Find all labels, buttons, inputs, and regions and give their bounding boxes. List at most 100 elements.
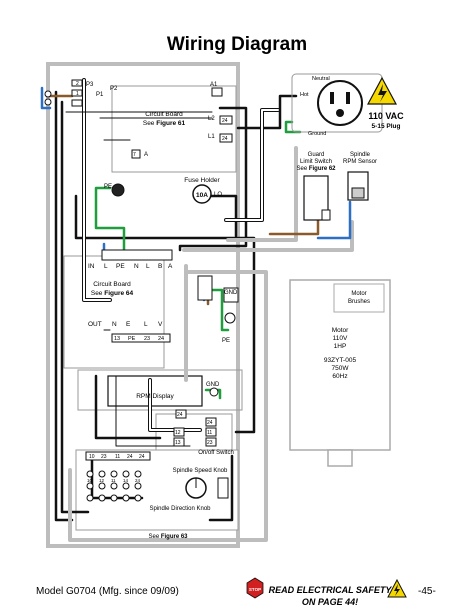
num-24b: 24: [222, 136, 228, 142]
motor-spec-3: 93ZYT-005: [324, 357, 357, 364]
svg-text:N: N: [112, 321, 117, 328]
wire-blue-2: [316, 200, 352, 240]
knob-grid: [86, 470, 142, 502]
num-1: 1: [76, 91, 79, 97]
svg-text:14: 14: [123, 478, 129, 483]
control-panel-outline: [46, 62, 240, 548]
svg-text:24: 24: [127, 454, 133, 460]
num-7: 7: [133, 152, 136, 158]
wire-blue-1: [40, 86, 52, 110]
svg-text:11: 11: [115, 454, 120, 460]
circuit-board-2: [63, 255, 165, 369]
svg-text:24: 24: [139, 454, 145, 460]
page-title: Wiring Diagram: [166, 34, 308, 55]
terminal-p3: P3: [86, 82, 94, 88]
brushes-label2: Brushes: [348, 299, 370, 305]
sensor-label2: RPM Sensor: [343, 159, 377, 165]
stop-icon: [246, 577, 264, 599]
motor-spec-1: 110V: [333, 335, 348, 342]
rpm-display-label: RPM Display: [136, 393, 174, 400]
top-board-label: Circuit Board: [145, 111, 183, 118]
fuse-holder: [192, 184, 212, 204]
svg-text:23: 23: [144, 336, 150, 342]
board2-pe: PE: [222, 338, 230, 344]
svg-text:24: 24: [135, 478, 141, 483]
top-circuit-board: [111, 85, 237, 173]
plug-label: 5-15 Plug: [372, 123, 401, 130]
svg-text:A: A: [168, 263, 173, 270]
guard-see: See Figure 62: [296, 166, 336, 172]
motor-shaft: [327, 449, 353, 467]
terminal-l2: L2: [208, 116, 215, 122]
num-24a: 24: [222, 118, 228, 124]
guard-label: Guard: [308, 152, 325, 158]
wire-black-top: [178, 106, 248, 252]
see-figure-63: See Figure 63: [148, 534, 188, 540]
rpm-display-box: [77, 369, 243, 411]
knob-top-terminals: 10 23 11 24 24: [85, 451, 151, 461]
fuse-label: Fuse Holder: [184, 177, 220, 184]
knob-row-nums: 10 12 11 14 24: [87, 478, 141, 483]
svg-text:PE: PE: [116, 263, 125, 270]
svg-text:11: 11: [111, 478, 116, 483]
fuse-lo: LO: [214, 192, 222, 198]
svg-text:23: 23: [101, 454, 107, 460]
direction-knob-label: Spindle Direction Knob: [149, 506, 211, 512]
brushes-label: Motor: [351, 291, 366, 297]
brushes-box: [333, 283, 385, 313]
svg-text:13: 13: [114, 336, 120, 342]
svg-text:PE: PE: [128, 336, 136, 342]
safety-notice: READ ELECTRICAL SAFETY ON PAGE 44!: [268, 584, 392, 608]
knob-box: [75, 449, 239, 531]
terminal-p2: P2: [110, 86, 118, 92]
board2-top-terminals: IN L PE N L B A: [88, 249, 173, 270]
svg-text:11: 11: [207, 430, 212, 436]
wire-black-left-loop: [54, 90, 74, 522]
svg-text:13: 13: [175, 440, 181, 446]
top-board-see: See Figure 61: [143, 120, 186, 127]
motor-spec-2: 1HP: [334, 343, 347, 350]
top-left-connectors: P3 P1 P2 2 1: [44, 79, 118, 107]
wire-black-left-inner: [60, 100, 90, 514]
wire-brown-2: [268, 212, 320, 236]
wire-black-right: [208, 454, 234, 522]
board2-label: Circuit Board: [93, 281, 131, 288]
rpm-display-gnd: GND: [206, 382, 220, 388]
switch-label: On/off Switch: [198, 450, 234, 456]
wire-white-2-in: [225, 109, 279, 221]
terminal-a1: A1: [210, 82, 218, 88]
wire-gray-guard: [226, 146, 298, 242]
board2-gnd: GND: [224, 290, 238, 296]
svg-text:23: 23: [207, 440, 213, 446]
ground-terminal: [111, 183, 125, 197]
terminal-a: A: [144, 152, 148, 158]
wire-gray-sensor: [182, 220, 354, 252]
svg-text:24: 24: [158, 336, 164, 342]
board2-see: See Figure 64: [91, 290, 134, 297]
safety-line-2: ON PAGE 44!: [301, 597, 359, 607]
top-board-terminals: A1 L2 24 L1 24 7 A: [131, 82, 233, 159]
guard-label2: Limit Switch: [300, 159, 332, 165]
page-number: -45-: [418, 586, 436, 597]
motor-spec-0: Motor: [332, 327, 349, 334]
svg-text:12: 12: [99, 478, 105, 483]
sensor-label: Spindle: [350, 152, 371, 158]
svg-text:24: 24: [207, 420, 213, 426]
ground-label: Ground: [308, 131, 326, 137]
wire-black-fuse: [204, 194, 238, 238]
svg-text:24: 24: [177, 412, 183, 418]
switch-terminals: 24 24 11 12 13 23: [173, 409, 217, 447]
speed-knob-label: Spindle Speed Knob: [173, 468, 228, 474]
safety-line-1: READ ELECTRICAL SAFETY: [268, 585, 392, 595]
ground-post: [224, 312, 236, 324]
stop-text: STOP: [249, 587, 261, 592]
svg-text:OUT: OUT: [88, 321, 102, 328]
svg-text:L: L: [144, 321, 148, 328]
board2-bottom-terminals: OUT N E L V 13 PE 23 24: [88, 321, 171, 343]
svg-text:N: N: [134, 263, 139, 270]
svg-text:12: 12: [175, 430, 181, 436]
terminal-l1: L1: [208, 134, 215, 140]
outlet-face: [317, 80, 363, 126]
wire-white-1-in: [83, 79, 111, 301]
